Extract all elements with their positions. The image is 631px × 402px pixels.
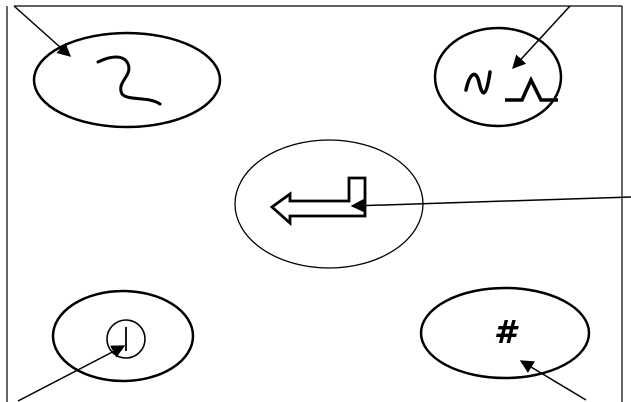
- callout-arrow-waveform: [512, 5, 571, 69]
- hash-icon: #: [494, 313, 519, 351]
- curve-button[interactable]: [32, 31, 222, 129]
- power-icon: [106, 319, 146, 359]
- s-curve-icon: [96, 55, 162, 106]
- sine-pulse-icon: [464, 70, 558, 102]
- hash-button[interactable]: #: [419, 286, 591, 380]
- power-button[interactable]: [51, 289, 195, 383]
- callout-arrow-enter: [350, 196, 631, 213]
- enter-button[interactable]: [234, 139, 424, 269]
- enter-arrow-icon: [269, 176, 367, 227]
- callout-arrow-curve: [13, 5, 72, 57]
- waveform-button[interactable]: [433, 26, 563, 128]
- callout-arrow-power: [17, 345, 126, 402]
- callout-arrow-hash: [519, 360, 587, 401]
